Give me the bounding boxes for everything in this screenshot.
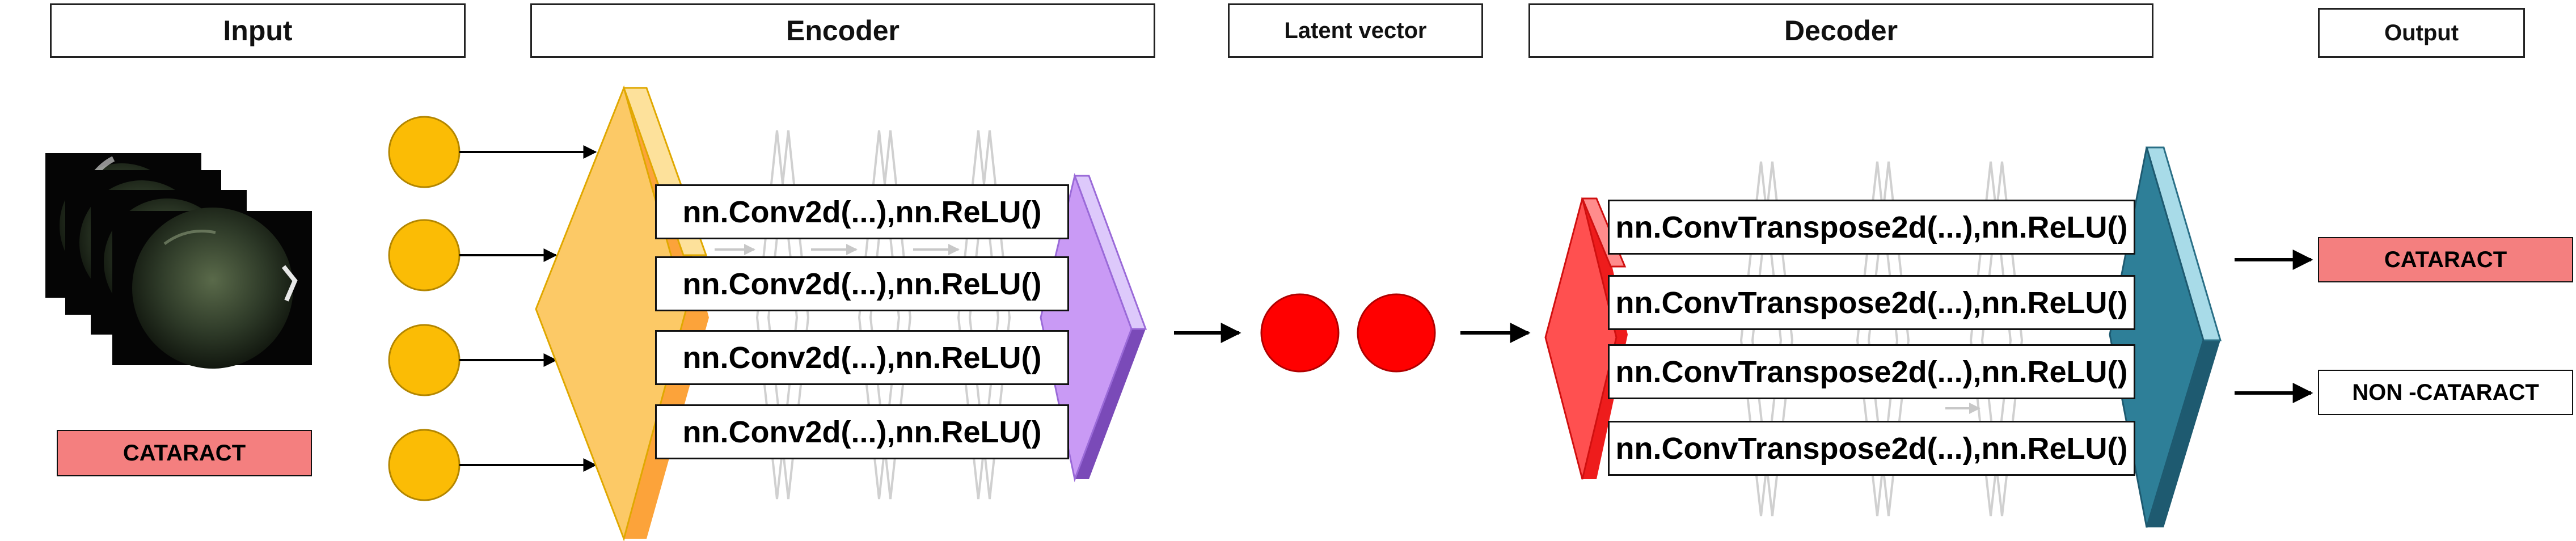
header-decoder: Decoder xyxy=(1528,3,2153,58)
decoder-layer-box: nn.ConvTranspose2d(...),nn.ReLU() xyxy=(1608,344,2135,399)
eye-image-4 xyxy=(112,208,312,369)
input-node xyxy=(388,116,461,188)
decoder-layer-box: nn.ConvTranspose2d(...),nn.ReLU() xyxy=(1608,421,2135,476)
encoder-layer-box: nn.Conv2d(...),nn.ReLU() xyxy=(655,184,1069,239)
header-encoder: Encoder xyxy=(530,3,1155,58)
decoder-layer-box: nn.ConvTranspose2d(...),nn.ReLU() xyxy=(1608,275,2135,330)
input-nodes xyxy=(388,116,597,501)
encoder-layer-box: nn.Conv2d(...),nn.ReLU() xyxy=(655,330,1069,385)
input-image-stack xyxy=(45,153,312,369)
output-cataract: CATARACT xyxy=(2318,237,2573,282)
latent-node xyxy=(1260,293,1340,373)
input-class-label: CATARACT xyxy=(57,430,312,476)
encoder-hidden-layers xyxy=(715,130,1011,500)
encoder-layer-box: nn.Conv2d(...),nn.ReLU() xyxy=(655,404,1069,459)
encoder-input-block xyxy=(535,85,709,541)
input-node xyxy=(388,429,461,501)
output-non-cataract: NON -CATARACT xyxy=(2318,370,2573,415)
input-node xyxy=(388,219,461,291)
encoder-layer-box: nn.Conv2d(...),nn.ReLU() xyxy=(655,256,1069,311)
header-latent-vector: Latent vector xyxy=(1228,3,1483,58)
output-arrows xyxy=(2235,250,2313,403)
input-node xyxy=(388,324,461,396)
latent-node xyxy=(1357,293,1436,373)
decoder-layer-box: nn.ConvTranspose2d(...),nn.ReLU() xyxy=(1608,200,2135,255)
encoder-output-block xyxy=(1040,172,1147,483)
header-output: Output xyxy=(2318,8,2525,58)
latent-section xyxy=(1174,293,1531,373)
header-input: Input xyxy=(50,3,466,58)
